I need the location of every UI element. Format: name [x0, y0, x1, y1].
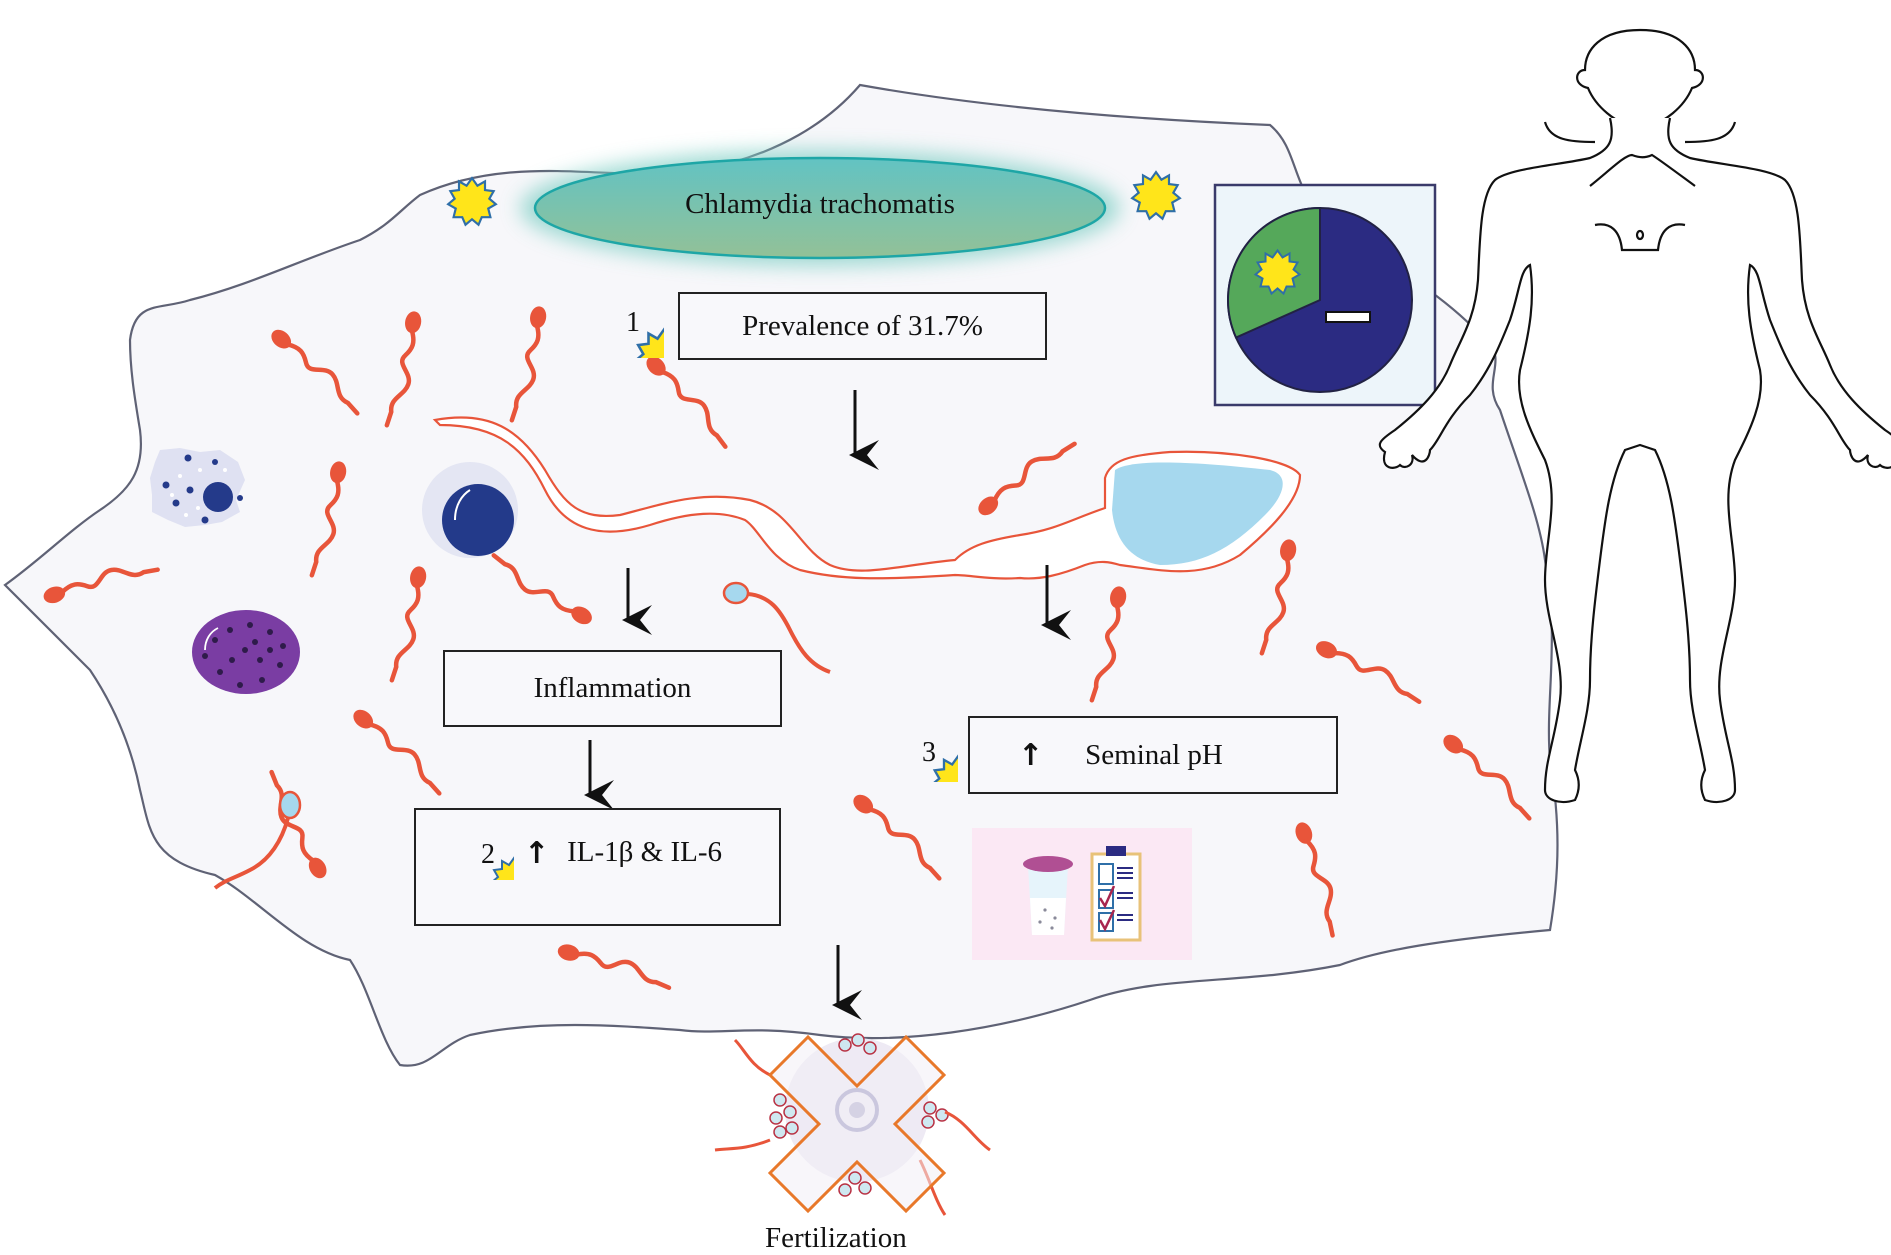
fertilization-label: Fertilization	[765, 1222, 907, 1254]
flow-arrows	[584, 390, 1071, 1020]
cytokines-text: IL-1β & IL-6	[567, 836, 723, 868]
seminal-ph-text: Seminal pH	[1085, 738, 1223, 771]
blocked-fertilization-illustration	[714, 1033, 991, 1216]
panel-bg	[972, 828, 1192, 960]
chlamydia-title: Chlamydia trachomatis	[685, 188, 955, 220]
semen-analysis-panel	[972, 828, 1192, 960]
badge-1-number: 1	[626, 307, 640, 338]
inflammation-text: Inflammation	[533, 672, 692, 704]
human-body-outline	[1378, 28, 1891, 804]
pie-chart	[1227, 206, 1413, 393]
basophil-cell	[192, 610, 300, 694]
inflammation-box: Inflammation	[443, 650, 782, 727]
cross-icon	[767, 1034, 947, 1214]
granulocyte-cell	[150, 448, 245, 527]
cytokines-box: 2 ↑ IL-1β & IL-6	[414, 808, 781, 926]
increase-arrow-icon: ↑	[524, 836, 550, 871]
negative-sign-icon	[1325, 311, 1371, 323]
prevalence-text: Prevalence of 31.7%	[742, 309, 983, 342]
clipboard-icon	[1090, 846, 1142, 942]
badge-2-number: 2	[481, 839, 495, 870]
chlamydia-oval	[533, 156, 1107, 260]
prevalence-pie-inset	[1213, 183, 1437, 407]
increase-arrow-icon: ↑	[1018, 737, 1044, 773]
sample-cup-icon	[1023, 856, 1073, 935]
lymphocyte-cell	[422, 462, 518, 558]
prevalence-box: Prevalence of 31.7%	[678, 292, 1047, 360]
sperm-blue-head	[213, 581, 831, 890]
large-sperm-illustration	[432, 416, 1302, 580]
badge-3-number: 3	[922, 737, 936, 768]
cell-membrane	[3, 83, 1559, 1067]
seminal-ph-box: ↑ Seminal pH	[968, 716, 1338, 794]
badge-2-star-icon: 2	[466, 832, 514, 880]
